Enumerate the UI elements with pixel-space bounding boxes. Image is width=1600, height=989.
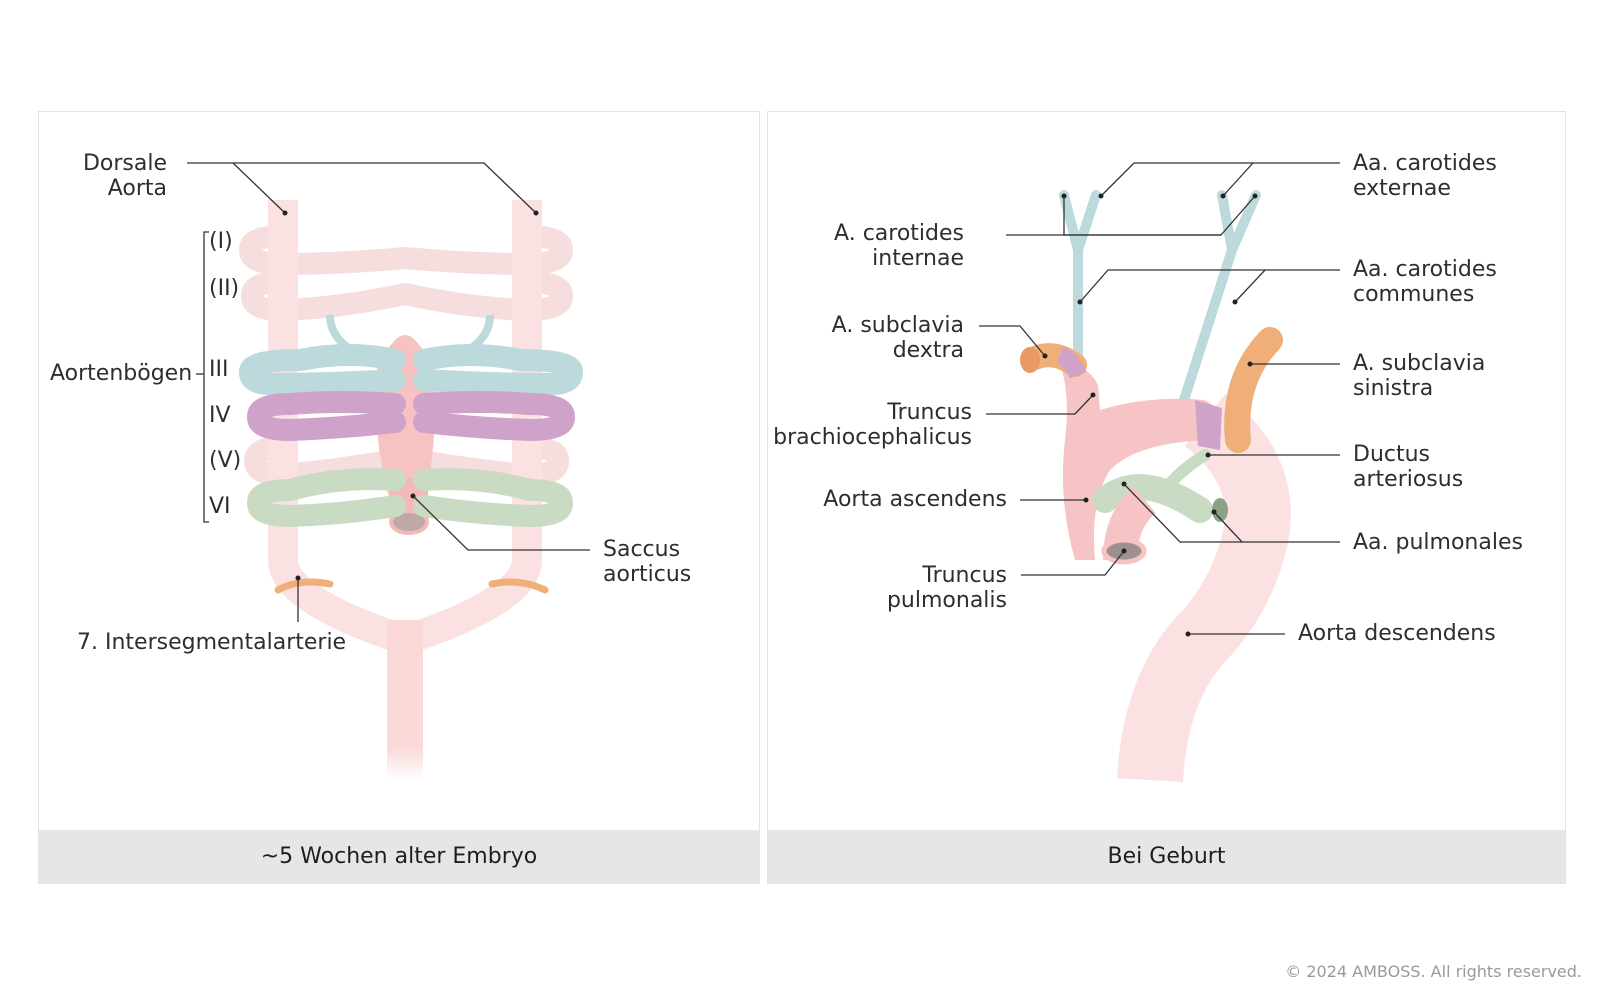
arch-3-branch-left bbox=[458, 314, 494, 359]
embryo-caption: ~5 Wochen alter Embryo bbox=[39, 830, 759, 883]
dorsal-aorta-left bbox=[400, 200, 542, 655]
label-aorta-descendens: Aorta descendens bbox=[1298, 621, 1496, 646]
label-subclavia-sinistra: A. subclavia sinistra bbox=[1353, 351, 1485, 401]
embryo-leader-dots bbox=[282, 210, 539, 581]
subclavia-sinistra-shape bbox=[1224, 327, 1283, 453]
aorta-descendens-shape bbox=[1117, 393, 1291, 783]
subclavia-dextra-purple bbox=[1056, 346, 1087, 379]
label-aorta-ascendens: Aorta ascendens bbox=[823, 487, 1007, 512]
label-subclavia-dextra: A. subclavia dextra bbox=[800, 313, 964, 363]
intersegmental-left bbox=[488, 578, 549, 594]
descending-aorta-embryo bbox=[387, 620, 423, 780]
label-sinistra-line1: A. subclavia bbox=[1353, 351, 1486, 376]
label-dorsale-aorta: Dorsale Aorta bbox=[60, 151, 167, 201]
label-arch-4: IV bbox=[209, 403, 231, 428]
label-truncus-pulmonalis: Truncus pulmonalis bbox=[850, 563, 1007, 613]
label-communes-line1: Aa. carotides bbox=[1353, 257, 1497, 282]
label-arch-2: (II) bbox=[209, 276, 240, 301]
birth-leader-dots bbox=[1042, 193, 1258, 637]
label-ductus-arteriosus: Ductus arteriosus bbox=[1353, 442, 1463, 492]
label-carotides-externae: Aa. carotides externae bbox=[1353, 151, 1497, 201]
label-externae-line1: Aa. carotides bbox=[1353, 151, 1497, 176]
birth-drawing bbox=[979, 162, 1340, 783]
arch-3-shape bbox=[238, 344, 584, 396]
label-dextra-line1: A. subclavia bbox=[831, 313, 964, 338]
arch-6-shape bbox=[246, 468, 574, 528]
carotid-arteries bbox=[1059, 190, 1261, 405]
arch-iv-remnant bbox=[1195, 400, 1222, 450]
label-arch-1: (I) bbox=[209, 229, 233, 254]
label-ductus-line1: Ductus bbox=[1353, 442, 1431, 467]
embryo-drawing bbox=[187, 162, 590, 780]
label-communes-line2: communes bbox=[1353, 282, 1475, 307]
arch-1-shape bbox=[238, 225, 574, 276]
arch-3-branch-right bbox=[326, 314, 362, 359]
pulmonary-arteries bbox=[1092, 474, 1213, 523]
label-internae-line1: A. carotides bbox=[834, 221, 964, 246]
label-saccus-aorticus: Saccus aorticus bbox=[603, 537, 691, 587]
label-saccus-line1: Saccus bbox=[603, 537, 681, 562]
label-sinistra-line2: sinistra bbox=[1353, 376, 1434, 401]
subclavia-dextra-lumen bbox=[1020, 347, 1040, 373]
copyright-notice: © 2024 AMBOSS. All rights reserved. bbox=[1285, 962, 1582, 981]
label-arch-5: (V) bbox=[209, 448, 242, 473]
label-dorsale-line1: Dorsale bbox=[82, 151, 167, 176]
label-brachio-line2: brachiocephalicus bbox=[773, 425, 972, 450]
dorsal-aorta-right bbox=[268, 200, 410, 655]
pulmonalis-lumen bbox=[1212, 498, 1228, 522]
label-brachio-line1: Truncus bbox=[887, 400, 972, 425]
label-saccus-line2: aorticus bbox=[603, 562, 692, 587]
label-ductus-line2: arteriosus bbox=[1353, 467, 1464, 492]
label-truncus-brachiocephalicus: Truncus brachiocephalicus bbox=[770, 400, 972, 450]
label-carotides-communes: Aa. carotides communes bbox=[1353, 257, 1497, 307]
label-dextra-line2: dextra bbox=[892, 338, 964, 363]
label-intersegmentalarterie: 7. Intersegmentalarterie bbox=[77, 630, 347, 655]
ductus-arteriosus-shape bbox=[1159, 449, 1211, 496]
label-dorsale-line2: Aorta bbox=[107, 176, 167, 201]
label-arch-6: VI bbox=[209, 494, 231, 519]
label-internae-line2: internae bbox=[872, 246, 964, 271]
birth-leader-lines bbox=[979, 162, 1340, 635]
birth-caption: Bei Geburt bbox=[768, 830, 1565, 883]
label-aa-pulmonales: Aa. pulmonales bbox=[1353, 530, 1523, 555]
aortic-arch-shape bbox=[1062, 367, 1221, 560]
label-aortenboegen: Aortenbögen bbox=[50, 361, 193, 386]
intersegmental-right bbox=[274, 578, 334, 594]
embryo-leader-lines bbox=[187, 162, 590, 622]
truncus-lumen bbox=[389, 509, 429, 535]
label-carotides-internae: A. carotides internae bbox=[800, 221, 964, 271]
label-pulmonalis-line1: Truncus bbox=[922, 563, 1007, 588]
label-pulmonalis-line2: pulmonalis bbox=[886, 588, 1007, 613]
label-externae-line2: externae bbox=[1353, 176, 1451, 201]
arch-2-shape bbox=[240, 271, 574, 322]
arch-4-shape bbox=[246, 391, 576, 442]
label-arch-3: III bbox=[209, 357, 229, 382]
